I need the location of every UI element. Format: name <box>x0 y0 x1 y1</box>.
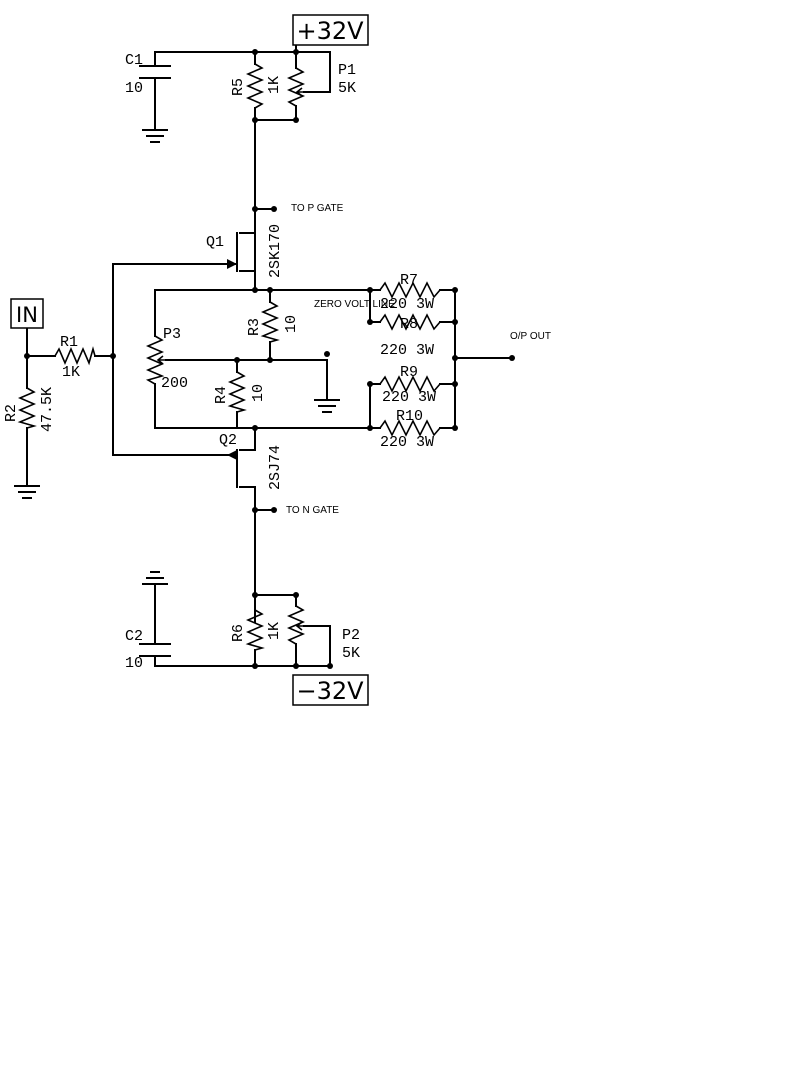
r10-ref: R10 <box>396 408 423 425</box>
r1-ref: R1 <box>60 334 78 351</box>
r8-value: 220 3W <box>380 342 434 359</box>
r7-symbol <box>379 281 441 299</box>
input-label: IN <box>10 298 44 329</box>
r9-ref: R9 <box>400 364 418 381</box>
ground-icon <box>142 571 168 585</box>
r3-ref: R3 <box>246 318 263 336</box>
input-text: IN <box>16 303 38 327</box>
supply-positive-label: +32V <box>292 14 369 46</box>
p1-symbol <box>286 67 306 107</box>
r1-value: 1K <box>62 364 80 381</box>
c2-value: 10 <box>125 655 143 672</box>
bottom-gate-note: TO N GATE <box>286 505 339 516</box>
r10-symbol <box>379 419 441 437</box>
r8-ref: R8 <box>400 316 418 333</box>
q1-value: 2SK170 <box>267 224 284 278</box>
p1-value: 5K <box>338 80 356 97</box>
r1-symbol <box>54 346 96 366</box>
r6-value: 1K <box>266 622 283 640</box>
r6-ref: R6 <box>230 624 247 642</box>
q2-ref: Q2 <box>219 432 237 449</box>
ground-icon <box>14 485 40 499</box>
top-gate-note: TO P GATE <box>291 203 344 214</box>
supply-positive-text: +32V <box>296 17 364 45</box>
r4-symbol <box>227 371 247 413</box>
p3-value: 200 <box>161 375 188 392</box>
r7-value: 220 3W <box>380 296 434 313</box>
r5-ref: R5 <box>230 78 247 96</box>
q2-value: 2SJ74 <box>267 445 284 490</box>
p3-ref: P3 <box>163 326 181 343</box>
r8-symbol <box>379 313 441 331</box>
q1-ref: Q1 <box>206 234 224 251</box>
r3-value: 10 <box>283 315 300 333</box>
r2-ref: R2 <box>3 404 20 422</box>
q1-gate-arrow-icon <box>227 259 237 269</box>
ground-symbols <box>14 129 340 585</box>
r2-symbol <box>17 387 37 429</box>
p2-value: 5K <box>342 645 360 662</box>
p1-ref: P1 <box>338 62 356 79</box>
r7-ref: R7 <box>400 272 418 289</box>
c1-ref: C1 <box>125 52 143 69</box>
p2-wiper <box>295 621 304 631</box>
r9-value: 220 3W <box>382 389 436 406</box>
r4-ref: R4 <box>213 386 230 404</box>
r9-symbol <box>379 375 441 393</box>
r6-symbol <box>245 609 265 651</box>
r4-value: 10 <box>250 384 267 402</box>
r10-value: 220 3W <box>380 434 434 451</box>
zero-volt-note: ZERO VOLT LINE <box>314 299 395 310</box>
resistor-symbols <box>17 63 441 651</box>
wires <box>26 29 513 667</box>
c1-value: 10 <box>125 80 143 97</box>
r2-value: 47.5K <box>39 387 56 432</box>
component-labels: C1 10 C2 10 P1 5K P2 5K P3 200 Q1 Q2 2SK… <box>3 52 436 672</box>
junction-dots <box>24 49 515 669</box>
p3-symbol <box>145 335 165 385</box>
ground-icon <box>314 399 340 413</box>
transistor-symbols <box>227 259 237 460</box>
p2-symbol <box>286 605 306 645</box>
p1-wiper <box>295 87 304 97</box>
p3-wiper <box>156 355 166 365</box>
output-label: O/P OUT <box>510 331 551 342</box>
c2-ref: C2 <box>125 628 143 645</box>
r5-value: 1K <box>266 76 283 94</box>
r3-symbol <box>260 301 280 343</box>
supply-negative-label: −32V <box>292 674 369 706</box>
r5-symbol <box>245 63 265 109</box>
ground-icon <box>142 129 168 143</box>
capacitor-symbols <box>139 65 171 657</box>
q2-gate-arrow-icon <box>227 450 237 460</box>
supply-negative-text: −32V <box>296 677 364 705</box>
p2-ref: P2 <box>342 627 360 644</box>
